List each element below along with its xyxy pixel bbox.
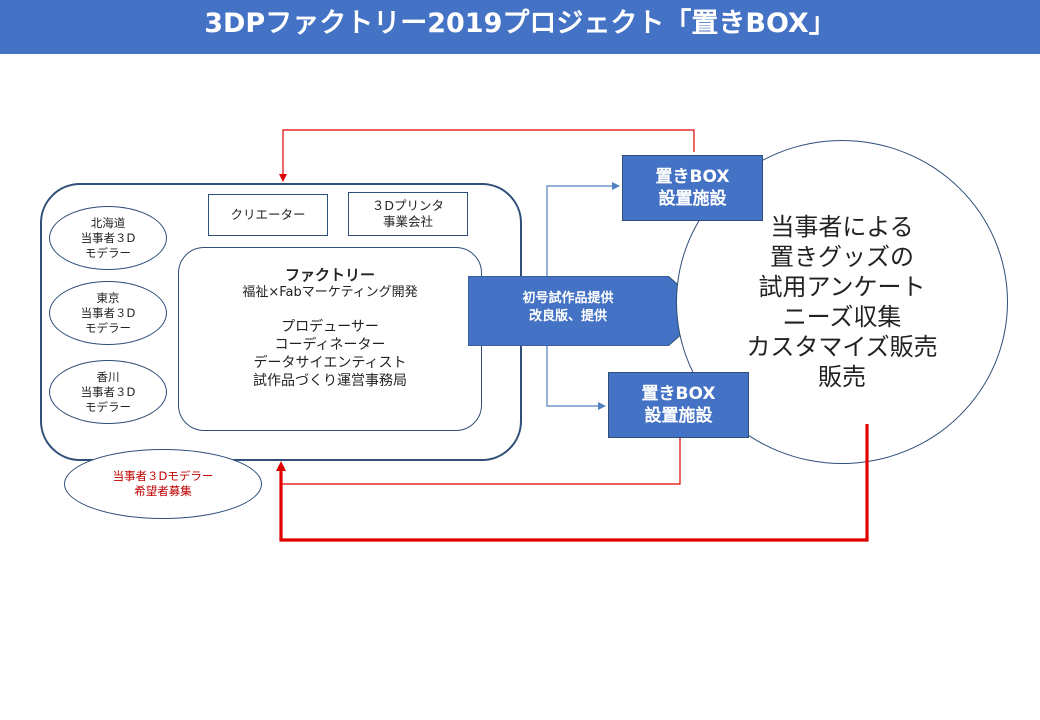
circle-line-4: ニーズ収集	[782, 303, 902, 331]
okibox-facility-top: 置きBOX 設置施設	[622, 155, 763, 221]
provide-arrow-line1: 初号試作品提供	[522, 291, 614, 306]
blue-branch-top-line	[546, 182, 620, 278]
circle-line-1: 当事者による	[770, 213, 914, 241]
factory-subtitle: 福祉×Fabマーケティング開発	[242, 285, 418, 300]
modeler-hokkaido: 北海道 当事者３D モデラー	[49, 206, 167, 270]
factory-role-producer: プロデューサー	[281, 319, 379, 335]
modeler-role: 当事者３D	[80, 305, 136, 320]
red-thick-return-line	[276, 424, 869, 542]
modeler-type: モデラー	[85, 245, 131, 260]
modeler-region: 北海道	[90, 215, 126, 230]
okibox-top-line1: 置きBOX	[655, 167, 730, 187]
factory-title: ファクトリー	[284, 266, 375, 284]
factory-box: ファクトリー 福祉×Fabマーケティング開発 プロデューサー コーディネーター …	[178, 247, 482, 431]
circle-line-3: 試用アンケート	[758, 273, 926, 301]
red-thin-return-line	[281, 438, 681, 485]
modeler-kagawa: 香川 当事者３D モデラー	[49, 360, 167, 424]
recruit-line2: 希望者募集	[134, 484, 192, 498]
modeler-role: 当事者３D	[80, 230, 136, 245]
okibox-bottom-line2: 設置施設	[644, 406, 713, 426]
modeler-tokyo: 東京 当事者３D モデラー	[49, 281, 167, 345]
red-feedback-top-line	[279, 129, 695, 182]
creator-label: クリエーター	[230, 207, 306, 222]
factory-role-office: 試作品づくり運営事務局	[253, 373, 407, 389]
okibox-top-line2: 設置施設	[658, 189, 727, 209]
circle-line-5: カスタマイズ販売	[746, 333, 938, 361]
provide-arrow-label: 初号試作品提供 改良版、提供	[468, 290, 668, 326]
modeler-region: 香川	[96, 369, 120, 384]
printer-company-line1: ３Dプリンタ	[371, 198, 445, 213]
creator-box: クリエーター	[208, 194, 328, 236]
printer-company-line2: 事業会社	[382, 214, 433, 229]
modeler-type: モデラー	[85, 399, 131, 414]
provide-arrow-line2: 改良版、提供	[528, 309, 607, 324]
modeler-type: モデラー	[85, 320, 131, 335]
circle-line-2: 置きグッズの	[770, 243, 914, 271]
factory-role-coordinator: コーディネーター	[274, 337, 386, 353]
page-title: 3DPファクトリー2019プロジェクト「置きBOX」	[0, 0, 1040, 54]
okibox-facility-bottom: 置きBOX 設置施設	[608, 372, 749, 438]
modeler-region: 東京	[96, 290, 120, 305]
printer-company-box: ３Dプリンタ 事業会社	[348, 192, 468, 236]
okibox-bottom-line1: 置きBOX	[641, 384, 716, 404]
recruit-line1: 当事者３Dモデラー	[112, 469, 214, 483]
circle-line-6: 販売	[818, 363, 866, 391]
recruit-ellipse: 当事者３Dモデラー 希望者募集	[64, 449, 262, 519]
modeler-role: 当事者３D	[80, 384, 136, 399]
factory-role-data-scientist: データサイエンティスト	[253, 355, 407, 371]
blue-branch-bottom-line	[546, 344, 606, 410]
